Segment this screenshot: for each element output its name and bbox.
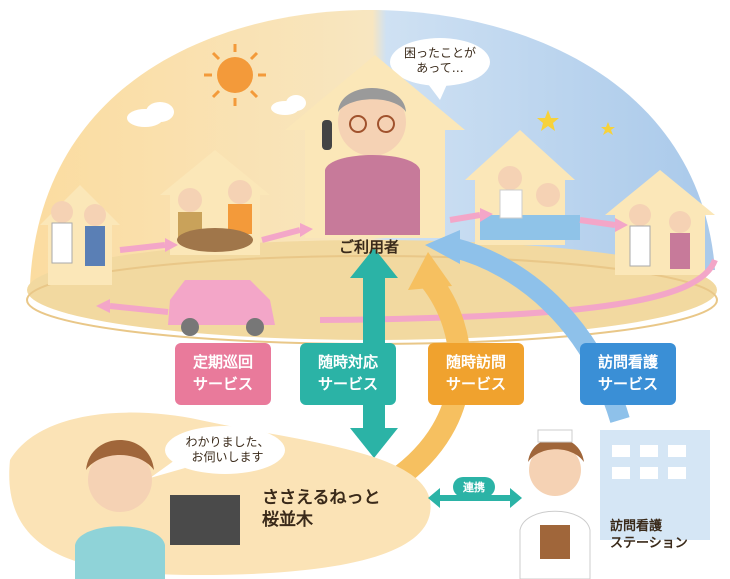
pink-car-icon — [168, 280, 275, 336]
caregiver-right-figure — [629, 204, 691, 269]
operator-name: ささえるねっと 桜並木 — [262, 487, 381, 531]
laptop-icon — [170, 495, 240, 545]
pink-arrowheads — [96, 208, 628, 313]
operator-name-line2: 桜並木 — [262, 510, 313, 530]
service-nursing-line1: 訪問看護 — [597, 353, 658, 371]
station-nurse-figure — [519, 429, 591, 579]
operator-bubble-text: わかりました、 お伺いします — [170, 435, 285, 465]
service-visit-line2: サービス — [445, 375, 506, 393]
user-bubble-text: 困ったことが あって… — [395, 46, 485, 76]
user-speech-bubble — [390, 38, 490, 100]
nurse-bedside-figure — [480, 166, 580, 240]
service-visit-line1: 随時訪問 — [445, 353, 506, 371]
station-label-line2: ステーション — [610, 536, 688, 551]
sun-icon — [204, 44, 266, 106]
station-label: 訪問看護 ステーション — [610, 518, 688, 552]
service-box-response: 随時対応 サービス — [300, 343, 396, 405]
pink-flow-arrows — [109, 212, 718, 323]
station-label-line1: 訪問看護 — [610, 519, 663, 534]
service-periodic-line1: 定期巡回 — [192, 353, 253, 371]
link-arrow — [428, 488, 522, 508]
service-periodic-line2: サービス — [192, 375, 253, 393]
operator-bubble-line2: お伺いします — [191, 450, 264, 464]
operator-figure — [75, 440, 165, 579]
user-bubble-line2: あって… — [416, 61, 464, 75]
service-response-line2: サービス — [317, 375, 378, 393]
user-bubble-line1: 困ったことが — [403, 46, 476, 60]
caregiver-left-figure — [51, 201, 106, 266]
operator-speech-bubble — [150, 426, 285, 478]
service-nursing-line2: サービス — [597, 375, 658, 393]
user-label: ご利用者 — [339, 238, 400, 256]
star-icon — [537, 110, 615, 135]
link-badge: 連携 — [453, 477, 495, 497]
elderly-user-figure — [322, 88, 420, 235]
cloud-icon — [127, 95, 306, 127]
family-dining-figure — [177, 180, 253, 252]
service-box-nursing: 訪問看護 サービス — [580, 343, 676, 405]
service-box-visit: 随時訪問 サービス — [428, 343, 524, 405]
service-box-periodic: 定期巡回 サービス — [175, 343, 271, 405]
operator-name-line1: ささえるねっと — [262, 488, 381, 508]
service-response-line1: 随時対応 — [317, 353, 378, 371]
operator-bubble-line1: わかりました、 — [185, 435, 270, 449]
station-windows — [612, 445, 686, 479]
